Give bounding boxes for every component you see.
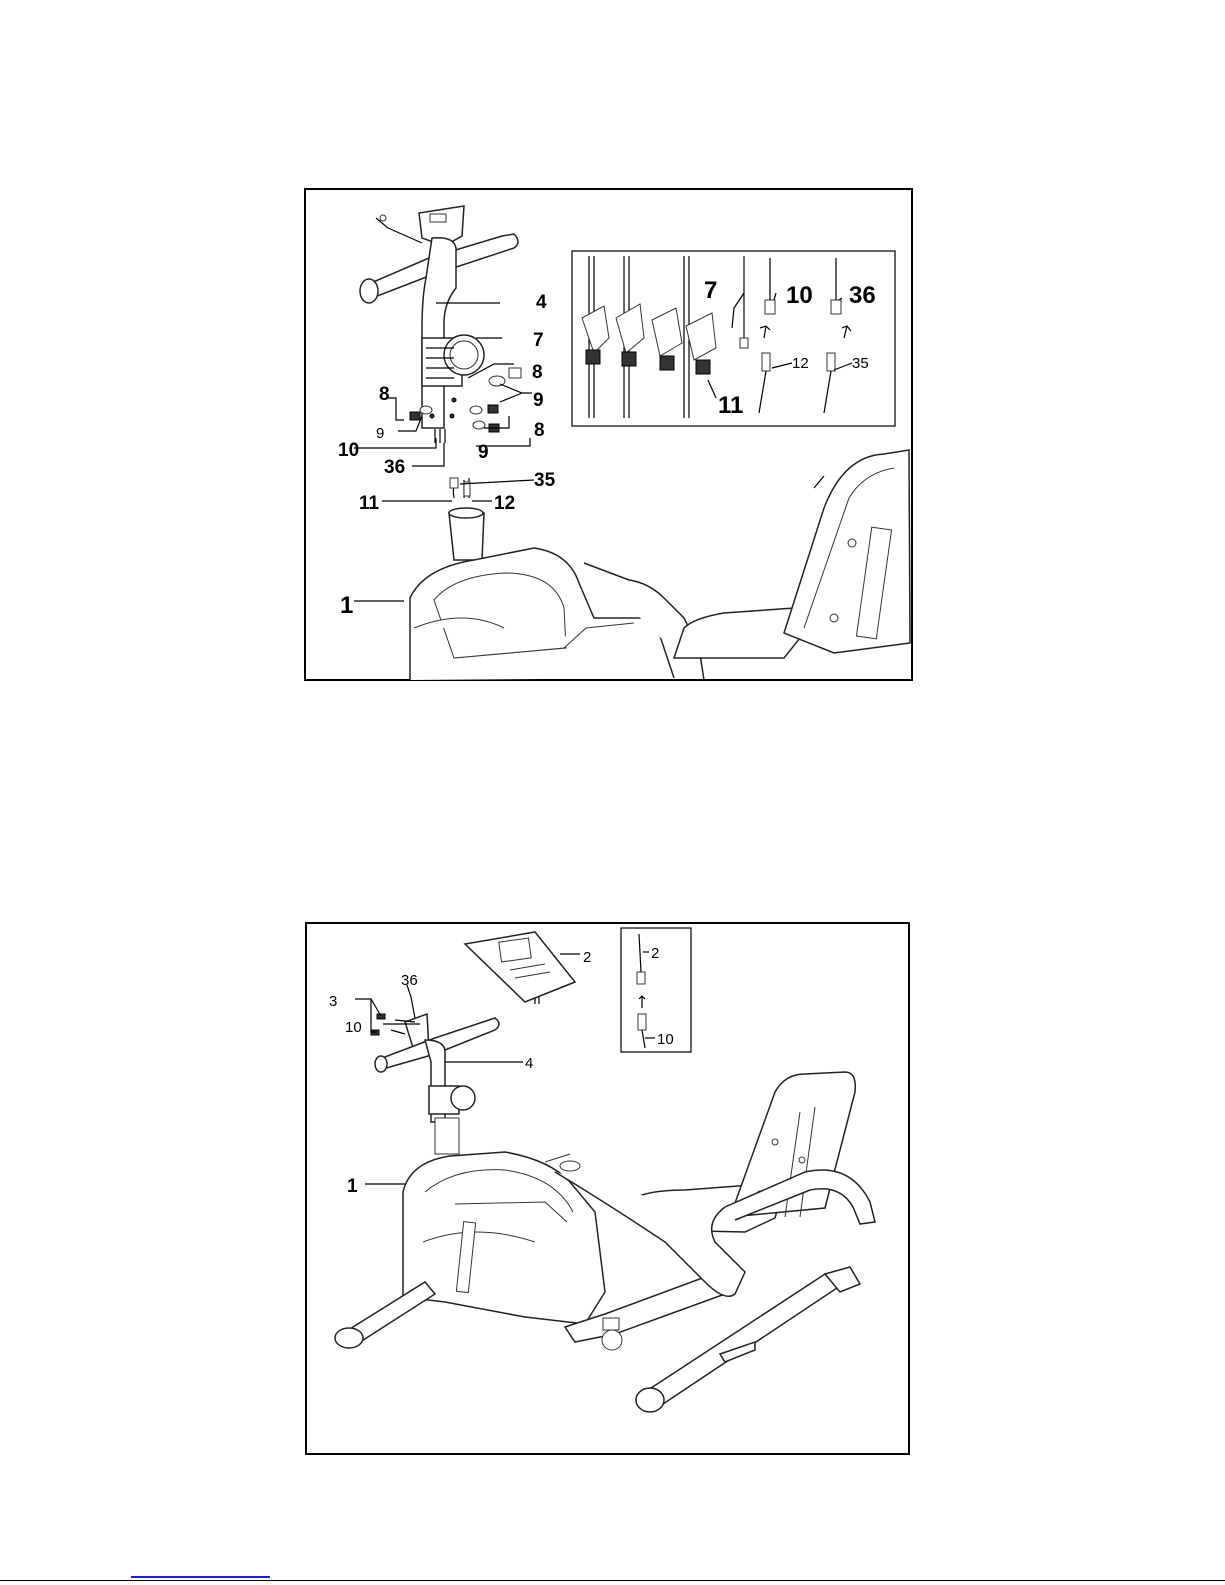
inset-callout-2: 2 xyxy=(651,945,659,962)
callout-4: 4 xyxy=(536,292,547,313)
callout-8-left: 8 xyxy=(379,384,390,405)
callout-9-right-lower: 9 xyxy=(478,442,489,463)
callout-9-right-upper: 9 xyxy=(533,390,544,411)
callout-8-right-lower: 8 xyxy=(534,420,545,441)
figure-2-drawing: 2 3 36 10 4 1 2 10 xyxy=(305,922,910,1455)
callout-35: 35 xyxy=(534,470,556,491)
callout-8-right-upper: 8 xyxy=(532,362,543,383)
inset-callout-12: 12 xyxy=(792,355,809,372)
inset-callout-35: 35 xyxy=(852,355,869,372)
callout-2: 2 xyxy=(583,949,591,966)
footer-rule xyxy=(0,1580,1225,1581)
callout-3: 3 xyxy=(329,993,337,1010)
callout-12: 12 xyxy=(494,493,515,514)
inset-callout-10: 10 xyxy=(786,282,813,309)
callout-7: 7 xyxy=(533,330,544,351)
assembly-figure-step-b: 2 3 36 10 4 1 2 10 xyxy=(305,922,910,1455)
inset-callout-36: 36 xyxy=(849,282,876,309)
inset-callout-10: 10 xyxy=(657,1031,674,1048)
callout-1: 1 xyxy=(347,1176,358,1197)
callout-10: 10 xyxy=(345,1019,362,1036)
callout-36: 36 xyxy=(384,457,405,478)
callout-1: 1 xyxy=(340,592,353,619)
callout-4: 4 xyxy=(525,1055,533,1072)
assembly-figure-step-a: 4 7 8 9 8 9 8 9 10 36 35 11 12 1 7 10 36… xyxy=(304,188,913,681)
inset-callout-11: 11 xyxy=(718,392,743,419)
callout-11: 11 xyxy=(359,493,380,514)
callout-36: 36 xyxy=(401,972,418,989)
figure-1-drawing: 4 7 8 9 8 9 8 9 10 36 35 11 12 1 7 10 36… xyxy=(304,188,913,681)
callout-9-left: 9 xyxy=(376,425,384,442)
inset-callout-7: 7 xyxy=(704,277,717,304)
footer-link-underline[interactable] xyxy=(131,1576,270,1578)
callout-10: 10 xyxy=(338,440,359,461)
